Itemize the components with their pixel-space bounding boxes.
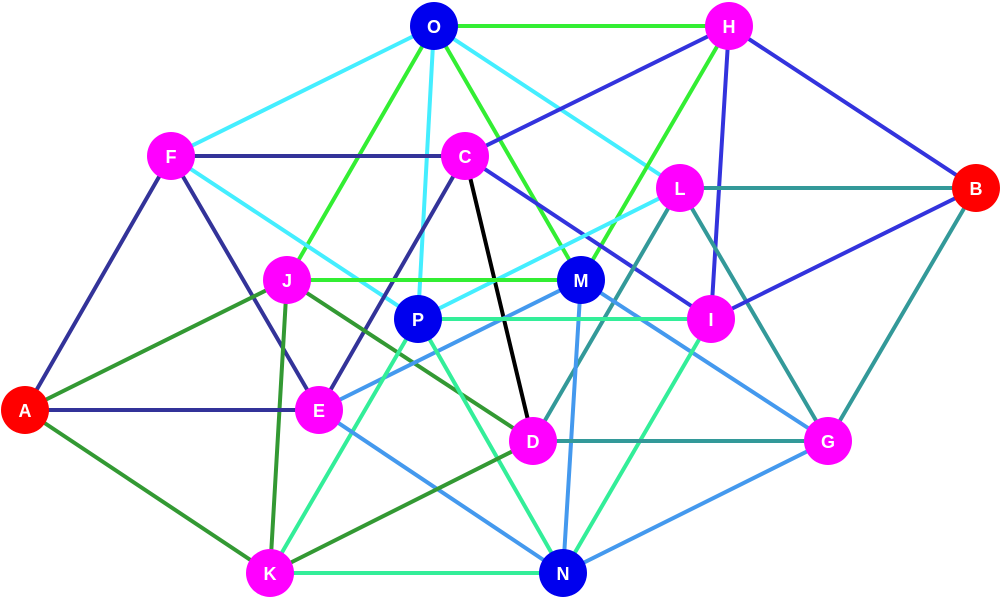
edge-o-l — [432, 24, 682, 190]
node-h: H — [705, 2, 753, 50]
node-label: J — [282, 271, 292, 291]
node-b: B — [952, 164, 1000, 212]
node-o: O — [410, 2, 458, 50]
node-circle — [394, 295, 442, 343]
edge-f-p — [169, 154, 420, 321]
node-label: K — [264, 564, 277, 584]
edge-d-k — [268, 439, 535, 575]
node-circle — [509, 417, 557, 465]
edge-h-c — [463, 24, 731, 158]
node-g: G — [804, 417, 852, 465]
node-e: E — [295, 386, 343, 434]
edge-f-a — [23, 154, 173, 412]
node-m: M — [557, 256, 605, 304]
edge-m-g — [579, 278, 830, 443]
edge-h-b — [727, 24, 978, 190]
node-label: B — [970, 179, 983, 199]
node-k: K — [246, 549, 294, 597]
edge-i-n — [561, 317, 713, 575]
edge-h-m — [579, 24, 731, 282]
edge-g-n — [561, 439, 830, 575]
node-a: A — [1, 386, 49, 434]
edge-l-g — [678, 186, 830, 443]
node-circle — [410, 2, 458, 50]
edge-l-p — [416, 186, 682, 321]
node-circle — [656, 164, 704, 212]
edge-o-m — [432, 24, 583, 282]
node-label: C — [459, 147, 472, 167]
node-circle — [263, 256, 311, 304]
node-label: P — [412, 310, 424, 330]
node-circle — [687, 295, 735, 343]
edge-m-e — [317, 278, 583, 412]
node-label: H — [723, 17, 736, 37]
node-circle — [557, 256, 605, 304]
node-label: A — [19, 401, 32, 421]
edge-o-p — [416, 24, 436, 321]
edge-c-i — [463, 154, 713, 321]
edge-f-e — [169, 154, 321, 412]
node-circle — [952, 164, 1000, 212]
edge-j-d — [285, 278, 535, 443]
edge-h-i — [709, 24, 731, 321]
edge-o-j — [285, 24, 436, 282]
edge-e-n — [317, 408, 565, 575]
edge-j-a — [23, 278, 289, 412]
edges-layer — [23, 24, 978, 575]
node-c: C — [441, 132, 489, 180]
edge-l-d — [531, 186, 682, 443]
node-i: I — [687, 295, 735, 343]
edge-m-n — [561, 278, 583, 575]
node-p: P — [394, 295, 442, 343]
node-label: D — [527, 432, 540, 452]
edge-j-k — [268, 278, 289, 575]
node-label: N — [557, 564, 570, 584]
edge-p-n — [416, 317, 565, 575]
node-circle — [295, 386, 343, 434]
node-circle — [804, 417, 852, 465]
node-circle — [147, 132, 195, 180]
edge-c-e — [317, 154, 467, 412]
edge-b-i — [709, 186, 978, 321]
edge-o-f — [169, 24, 436, 158]
node-label: M — [574, 271, 589, 291]
node-circle — [539, 549, 587, 597]
node-n: N — [539, 549, 587, 597]
node-l: L — [656, 164, 704, 212]
node-j: J — [263, 256, 311, 304]
node-f: F — [147, 132, 195, 180]
node-circle — [441, 132, 489, 180]
node-circle — [705, 2, 753, 50]
edge-p-k — [268, 317, 420, 575]
node-d: D — [509, 417, 557, 465]
edge-a-k — [23, 408, 272, 575]
node-label: E — [313, 401, 325, 421]
node-label: I — [708, 310, 713, 330]
node-label: F — [166, 147, 177, 167]
node-label: G — [821, 432, 835, 452]
node-circle — [1, 386, 49, 434]
edge-b-g — [826, 186, 978, 443]
node-circle — [246, 549, 294, 597]
node-label: O — [427, 17, 441, 37]
edge-c-d — [463, 154, 535, 443]
node-label: L — [675, 179, 686, 199]
